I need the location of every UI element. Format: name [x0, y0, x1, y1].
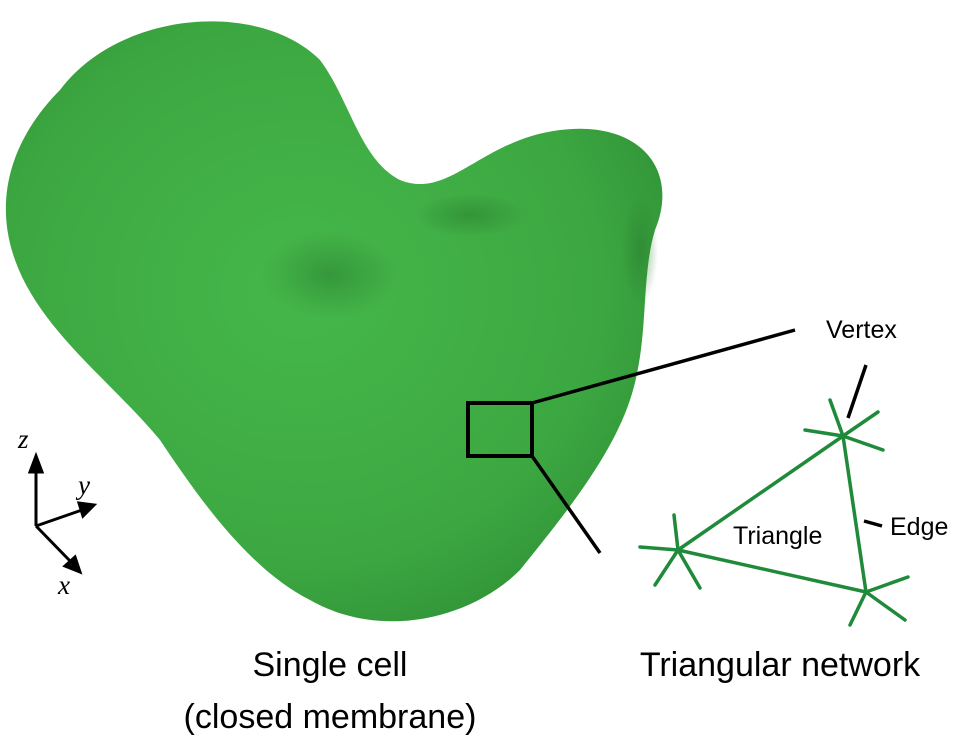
triangle-edge-3	[676, 548, 868, 594]
vertex-bottom-stub-3	[848, 590, 868, 627]
axis-label-z: z	[18, 424, 29, 454]
z-axis-arrowhead	[27, 451, 45, 474]
cell-caption-line2: (closed membrane)	[183, 698, 477, 736]
zoom-box	[466, 401, 534, 458]
cell-dimple	[260, 230, 400, 320]
zoom-leader-bottom	[530, 454, 602, 555]
vertex-top-stub-1	[828, 398, 845, 438]
vertex-bottom-stub-2	[864, 590, 907, 622]
vertex-pointer	[846, 364, 868, 419]
axis-triad	[27, 451, 98, 575]
vertex-top-stub-2	[841, 410, 880, 438]
triangular-network	[638, 398, 910, 627]
vertex-label: Vertex	[826, 316, 897, 344]
vertex-left-stub-3	[653, 548, 680, 587]
vertex-top-stub-4	[803, 428, 845, 438]
triangle-label: Triangle	[733, 522, 823, 550]
y-axis-line	[35, 508, 83, 528]
x-axis-arrowhead	[62, 554, 83, 575]
triangle-edge-2	[841, 434, 868, 594]
cell-fold	[415, 193, 525, 237]
cell-caption-line1: Single cell	[252, 646, 408, 684]
axis-label-x: x	[58, 570, 70, 600]
edge-label: Edge	[890, 513, 949, 541]
vertex-top-stub-3	[841, 434, 885, 452]
x-axis-line	[34, 524, 74, 565]
cell-side-shadow	[622, 195, 658, 305]
vertex-bottom-stub-1	[864, 575, 910, 594]
triangle-edge-1	[676, 434, 845, 552]
network-caption: Triangular network	[639, 646, 921, 684]
vertex-left-stub-4	[676, 548, 702, 590]
zoom-leader-top	[531, 328, 796, 405]
vertex-left-stub-2	[638, 545, 680, 552]
y-axis-arrowhead	[76, 501, 98, 519]
vertex-left-stub-1	[672, 513, 680, 552]
edge-pointer	[863, 519, 883, 528]
axis-label-y: y	[78, 470, 90, 500]
cell-body	[5, 21, 663, 622]
